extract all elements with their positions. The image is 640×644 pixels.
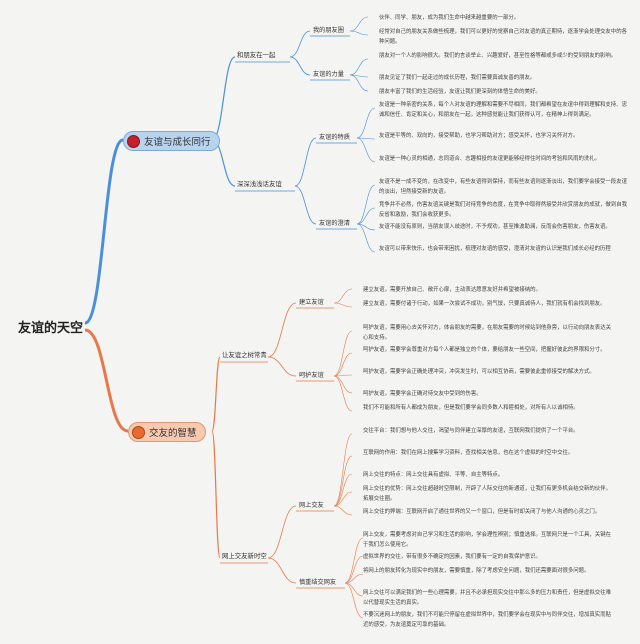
leaf-connector [344, 573, 364, 584]
leaf: 呵护友谊，需要学会正确对待交友中受到的伤害。 [363, 391, 482, 397]
leaf-connector [349, 74, 369, 92]
leaf: 朋友对一个人的影响很大。我们的言谈举止、兴趣爱好，甚至性格等都或多或少的受到朋友… [379, 53, 617, 59]
branch-label: 交友的智慧 [149, 428, 197, 439]
leaf-connector [356, 107, 376, 139]
root-topic[interactable]: 友谊的天空 [18, 321, 84, 336]
leaf: 不要沉迷网上的朋友，我们不可能只停留在虚拟世界中，我们要学会在现实中与同伴交往，… [363, 612, 611, 628]
topic-power[interactable]: 友谊的力量 [313, 71, 344, 78]
topic-clarify[interactable]: 友谊的澄清 [319, 220, 350, 227]
branch-connector [211, 356, 221, 432]
orange-marker-icon [132, 425, 145, 439]
root-connector [84, 328, 129, 433]
sub-connector [267, 557, 297, 584]
leaf-connector [349, 16, 369, 32]
sub-talk-friendship[interactable]: 深深浅浅话友谊 [237, 180, 282, 188]
leaf-connector [333, 473, 353, 507]
branch-label: 友谊与成长同行 [144, 137, 211, 148]
topic-cautious[interactable]: 慎重结交网友 [299, 579, 337, 586]
leaf: 友谊不能没有原则，当朋友误入歧途时，不予规劝，甚至推波助澜，反而会伤害朋友，伤害… [379, 224, 611, 230]
red-marker-icon [127, 134, 140, 148]
leaf-connector [356, 137, 376, 140]
leaf-connector [356, 184, 376, 225]
sub-connector [289, 56, 311, 76]
sub-with-friends[interactable]: 和朋友在一起 [237, 51, 276, 59]
sub-connector [294, 137, 317, 187]
sub-connector [267, 356, 297, 377]
leaf: 网上交往的优势：网上交往超越时空限制，开辟了人际交往的新通道，让我们有更多机会结… [363, 486, 611, 502]
branch-growth[interactable]: 友谊与成长同行 [123, 131, 220, 151]
leaf-connector [333, 491, 353, 507]
leaf-connector [344, 537, 364, 584]
leaf: 竞争并不必然，伤害友谊关键是我们对待竞争的态度，在竞争中取得然接受并欣赏朋友的成… [379, 202, 627, 218]
leaf: 交往平台：我们想与他人交往，渴望与同伴建立深厚的友谊，互联网我们提供了一个平台。 [363, 428, 579, 434]
topic-circle[interactable]: 我的朋友圈 [313, 27, 344, 34]
topic-online[interactable]: 网上交友 [299, 502, 324, 509]
leaf-connector [333, 505, 353, 516]
leaf: 建立友谊，需要付诸于行动，如果一次尝试不成功，别气馁，只要真诚待人，我们就有机会… [363, 301, 606, 307]
leaf-connector [356, 223, 376, 253]
leaf: 将网上的朋友转化为现实中的朋友，需要慎重，除了考虑安全问题，我们还需要面对很多问… [363, 568, 590, 574]
leaf: 网上交往的弊端：互联网开启了通往世界的又一个窗口，但是有时却关闭了与他人沟通的心… [363, 509, 601, 515]
leaf: 友谊是一种心灵的相通，志同道合、志趣相投的友谊更能够经得住时间的考验和风雨的洗礼… [379, 156, 601, 162]
leaf: 网上交往可以满足我们的一些心理需要，并且不必承担现实交往中那么多的压力和责任，但… [363, 590, 611, 606]
leaf: 经常对自己的朋友关系做些梳理，我们可以更好的觉察自己对友谊的真正期待，逐渐学会处… [379, 29, 627, 45]
leaf: 网上交友，需要考虑对自己学习和生活的影响，学会理性辨别；慎重选择。互联网只是一个… [363, 532, 611, 548]
leaf: 虚拟世界的交往，带有很多不确定的因素，我们要有一定的自我保护意识。 [363, 554, 541, 560]
leaf-connector [356, 137, 376, 163]
leaf-connector [344, 555, 364, 584]
root-connector [84, 138, 124, 325]
leaf-connector [344, 582, 364, 597]
leaf-connector [333, 375, 353, 412]
topic-care[interactable]: 呵护友谊 [299, 372, 324, 379]
leaf-connector [349, 58, 369, 76]
leaf: 呵护友谊，需要用心去关怀对方，体会朋友的需要，在朋友需要的时候站到他身旁，以行动… [363, 325, 611, 341]
leaf: 友谊是一种亲密的关系，每个人对友谊的理解和需要不尽相同，我们都希望在友谊中得到理… [379, 102, 627, 118]
leaf-connector [344, 582, 364, 619]
leaf: 网上交往的特点：网上交往具有虚拟、平等、自主等特点。 [363, 472, 504, 478]
sub-evergreen[interactable]: 让友谊之树常青 [222, 351, 267, 359]
topic-build[interactable]: 建立友谊 [299, 299, 324, 306]
leaf: 友谊可以带来快乐，也会带来困扰，梳理对友谊的感受，澄清对友谊的认识是我们成长必经… [379, 246, 611, 252]
leaf: 建立友谊，需要开放自己、敞开心扉，主动表达愿意友好并希望被接纳的。 [363, 287, 541, 293]
leaf: 互联网的作用：我们在网上搜集学习资料，查找相关信息，也在这个虚拟的时空中交往。 [363, 450, 574, 456]
leaf: 伙伴、同学、朋友，成为我们生命中越来越重要的一部分。 [379, 15, 520, 21]
leaf-connector [333, 302, 353, 308]
leaf: 友谊不是一成不变的，在改变中，有些友谊得到保持，而有些友谊则逐渐淡出，我们要学会… [379, 179, 627, 195]
leaf: 呵护友谊，需要学会正确处理冲突，冲突发生时，可以相互协商，需要彼此重修接受的解决… [363, 369, 595, 375]
leaf-connector [333, 433, 353, 507]
topic-traits[interactable]: 友谊的特质 [319, 134, 350, 141]
leaf-connector [333, 374, 353, 377]
leaf-connector [333, 288, 353, 304]
sub-connector [267, 302, 297, 358]
leaf: 呵护友谊，需要学会尊重对方每个人都是独立的个体，要给朋友一些空间，把握好彼此的界… [363, 347, 606, 353]
leaf-connector [356, 207, 376, 225]
leaf-connector [349, 30, 369, 36]
sub-online[interactable]: 网上交友新时空 [222, 552, 267, 560]
leaf-connector [333, 375, 353, 394]
leaf-connector [333, 455, 353, 507]
branch-wisdom[interactable]: 交友的智慧 [128, 422, 206, 442]
sub-connector [267, 505, 297, 559]
sub-connector [289, 30, 311, 58]
leaf-connector [333, 352, 353, 377]
branch-connector [211, 56, 236, 141]
leaf-connector [356, 223, 376, 231]
leaf: 朋友见证了我们一起走过的成长历程，我们需要真诚友善的朋友。 [379, 75, 536, 81]
branch-connector [211, 430, 221, 559]
sub-connector [294, 185, 317, 225]
leaf: 我们不可能和所有人都成为朋友，但是我们要学会同多数人和睦相处，对所有人以诚相待。 [363, 405, 579, 411]
leaf: 朋友丰富了我们的生活经验，友谊让我们更深刻的体悟生命的美好。 [379, 89, 541, 95]
leaf: 友谊是平等的、双向的，接受帮助，也学习帮助对方；感受关怀，也学习关怀对方。 [379, 133, 579, 139]
